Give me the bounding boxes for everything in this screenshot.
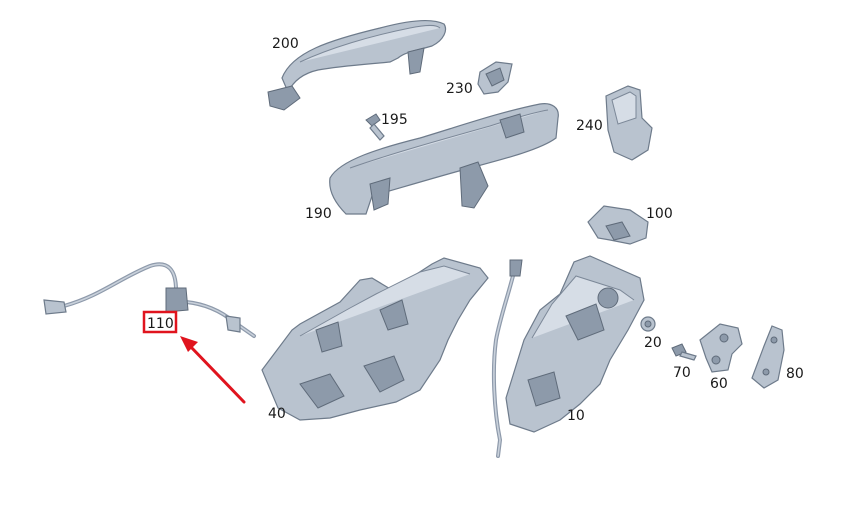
callout-20: 20 [644,335,662,351]
part-10-door-lock [505,255,645,433]
part-20-nut [640,316,656,332]
callout-100: 100 [646,206,673,222]
callout-110: 110 [147,316,174,332]
callout-80: 80 [786,366,804,382]
part-40-frame [261,257,489,421]
part-110-bowden-cable [43,262,256,338]
part-100-bracket [587,205,649,245]
callout-195: 195 [381,112,408,128]
callout-60: 60 [710,376,728,392]
callout-70: 70 [673,365,691,381]
part-195-screw [365,113,385,141]
part-200-door-handle [267,19,447,111]
part-190-handle-carrier [329,103,559,215]
part-240-cover [605,85,653,161]
callout-40: 40 [268,406,286,422]
callout-110-highlight-box [142,310,178,334]
callout-200: 200 [272,36,299,52]
callout-230: 230 [446,81,473,97]
callout-240: 240 [576,118,603,134]
callout-10: 10 [567,408,585,424]
part-70-screw [671,343,697,361]
part-230-bracket [477,61,513,95]
part-80-plate [751,325,785,389]
callout-190: 190 [305,206,332,222]
highlight-arrow [180,336,246,404]
part-rod [491,259,523,458]
part-60-clip [699,323,743,373]
